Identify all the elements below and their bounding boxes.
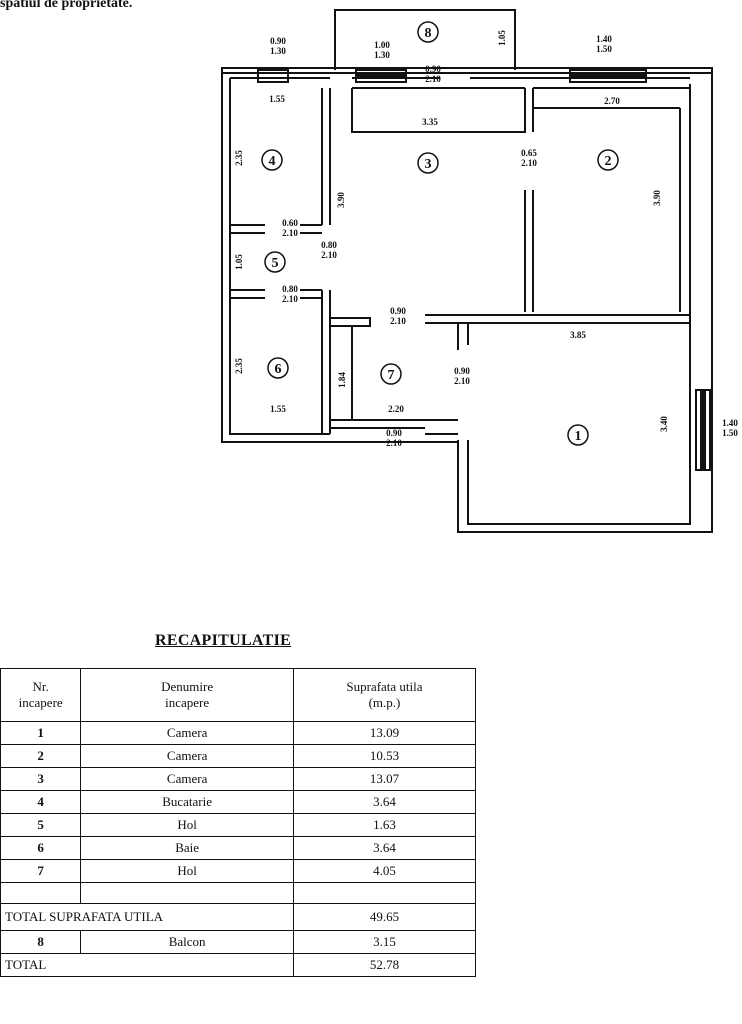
room-number-2: 2 [605,154,612,169]
dim-room4-height: 2.35 [234,150,244,166]
cell-area: 3.64 [292,790,477,814]
cell-area: 13.07 [292,767,477,791]
cell-nr: 2 [0,744,82,768]
cell-name: Baie [80,836,294,860]
total-util-value: 49.65 [292,903,477,931]
dim-room2-height: 3.90 [652,190,662,206]
cell-nr: 7 [0,859,82,883]
cell-nr: 5 [0,813,82,837]
cell-empty [0,882,82,904]
dim-room3-width: 3.35 [422,117,438,127]
room-number-1: 1 [575,429,582,444]
cell-name: Hol [80,813,294,837]
cell-empty [292,882,477,904]
dim-room6-width: 1.55 [270,404,286,414]
cell-area: 3.64 [292,836,477,860]
cell-name: Balcon [80,930,294,954]
dim-room1-width: 3.85 [570,330,586,340]
dim-room1-height: 3.40 [659,416,669,432]
room-number-3: 3 [425,157,432,172]
cell-nr: 3 [0,767,82,791]
cell-name: Camera [80,721,294,745]
cell-nr: 6 [0,836,82,860]
cell-area: 4.05 [292,859,477,883]
cell-name: Hol [80,859,294,883]
cell-name: Camera [80,744,294,768]
cell-empty [80,882,294,904]
room-number-8: 8 [425,26,432,41]
dim-room2-width: 2.70 [604,96,620,106]
dim-room7-width: 2.20 [388,404,404,414]
room-number-5: 5 [272,256,279,271]
cell-area: 10.53 [292,744,477,768]
header-text: spatiul de proprietate. [0,0,133,11]
header-area: Suprafata utila(m.p.) [292,668,477,722]
dim-room5-height: 1.05 [234,254,244,270]
dim-room6-height: 2.35 [234,358,244,374]
total-util-label: TOTAL SUPRAFATA UTILA [0,903,294,931]
table-row-blank [0,882,477,904]
room-number-6: 6 [275,362,282,377]
cell-name: Bucatarie [80,790,294,814]
cell-area: 1.63 [292,813,477,837]
total-label: TOTAL [0,953,294,977]
total-value: 52.78 [292,953,477,977]
cell-name: Camera [80,767,294,791]
room-number-7: 7 [388,368,395,383]
cell-area: 13.09 [292,721,477,745]
cell-nr: 4 [0,790,82,814]
cell-nr: 8 [0,930,82,954]
header-nr: Nr.incapere [0,668,82,722]
dim-balcony-height: 1.05 [497,30,507,46]
dim-room3-height: 3.90 [336,192,346,208]
dim-room4-width: 1.55 [269,94,285,104]
cell-area: 3.15 [292,930,477,954]
room-number-4: 4 [269,154,276,169]
cell-nr: 1 [0,721,82,745]
recap-title: RECAPITULATIE [155,632,292,649]
dim-room7-height: 1.84 [337,372,347,388]
